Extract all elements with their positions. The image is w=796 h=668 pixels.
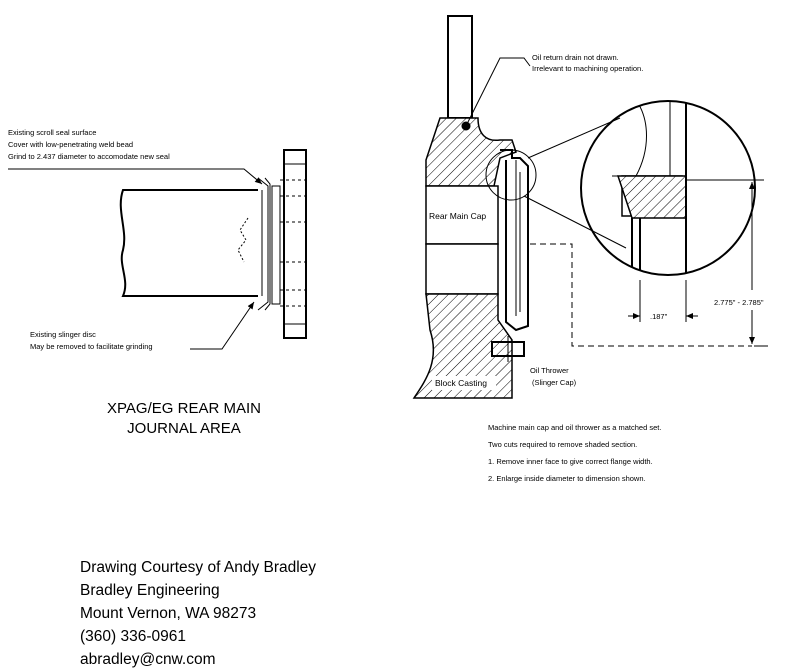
rear-main-cap-label: Rear Main Cap — [429, 211, 486, 221]
credit-line-4: (360) 336-0961 — [80, 628, 186, 645]
slinger-callout-line-2: May be removed to facilitate grinding — [30, 342, 153, 351]
credit-line-2: Bradley Engineering — [80, 582, 220, 599]
oil-return-callout-line-2: Irrelevant to machining operation. — [532, 64, 643, 73]
credit-email-link[interactable]: abradley@cnw.com — [80, 651, 216, 668]
oil-return-callout-line-1: Oil return drain not drawn. — [532, 53, 619, 62]
oil-drain-pipe — [447, 15, 473, 119]
crankshaft-journal-drawing — [8, 149, 310, 350]
machining-note-3: 1. Remove inner face to give correct fla… — [488, 457, 653, 466]
inside-diameter-dimension: 2.775" - 2.785" — [714, 298, 764, 307]
oil-return-hole — [461, 121, 471, 131]
oil-thrower-label-line-2: (Slinger Cap) — [532, 378, 577, 387]
crank-flange — [283, 149, 307, 339]
scroll-seal-surface — [257, 177, 271, 311]
detail-zoom — [580, 100, 764, 344]
oil-thrower — [500, 149, 529, 332]
block-casting-label: Block Casting — [435, 378, 487, 388]
detail-circle-small — [485, 149, 537, 201]
machining-note-1: Machine main cap and oil thrower as a ma… — [488, 423, 661, 432]
scroll-seal-callout-line-2: Cover with low-penetrating weld bead — [8, 140, 133, 149]
scroll-seal-callout-line-1: Existing scroll seal surface — [8, 128, 96, 137]
block-casting — [412, 293, 513, 399]
crankshaft — [119, 189, 258, 297]
drawing-title-line-2: JOURNAL AREA — [127, 420, 241, 437]
drawing-title-line-1: XPAG/EG REAR MAIN — [107, 400, 261, 417]
credit-line-1: Drawing Courtesy of Andy Bradley — [80, 559, 316, 576]
flange-width-dimension: .187" — [650, 312, 668, 321]
slinger-callout-line-1: Existing slinger disc — [30, 330, 96, 339]
slinger-disc — [271, 185, 281, 305]
scroll-seal-callout-line-3: Grind to 2.437 diameter to accomodate ne… — [8, 152, 170, 161]
oil-thrower-label-line-1: Oil Thrower — [530, 366, 569, 375]
machining-note-4: 2. Enlarge inside diameter to dimension … — [488, 474, 646, 483]
credit-line-3: Mount Vernon, WA 98273 — [80, 605, 256, 622]
machining-note-2: Two cuts required to remove shaded secti… — [488, 440, 637, 449]
rear-main-cap-section — [412, 15, 768, 399]
